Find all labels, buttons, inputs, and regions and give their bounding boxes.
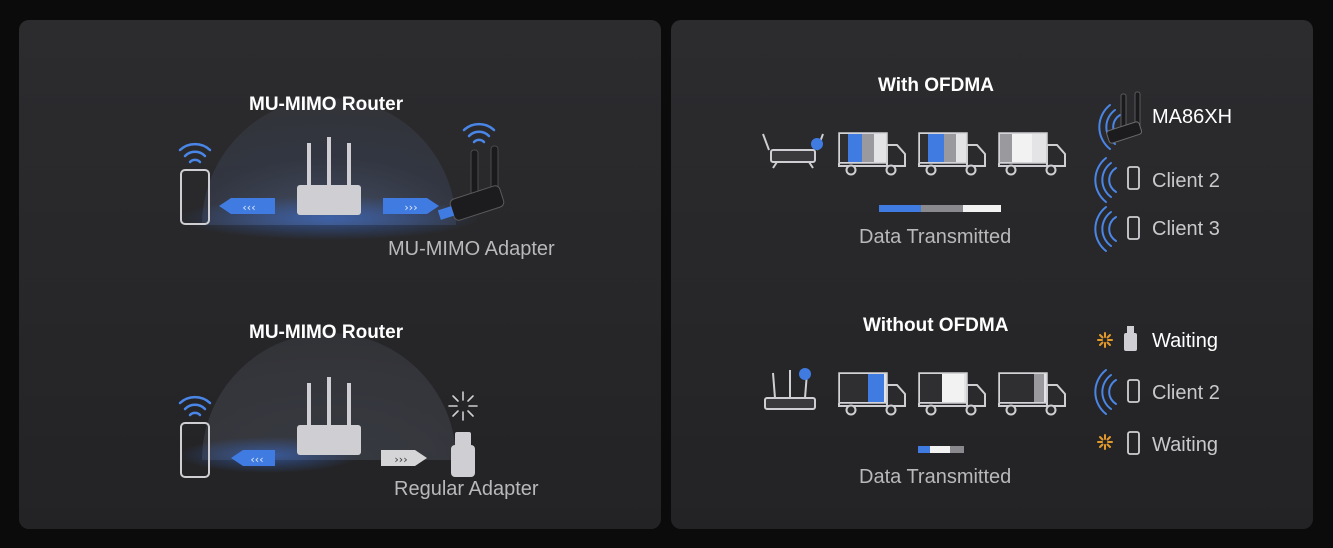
usb-adapter-icon (1106, 91, 1143, 144)
svg-text:›››: ››› (394, 453, 407, 466)
phone-icon (180, 169, 210, 225)
mu-mimo-bottom-scene: ‹‹‹ ››› (178, 333, 478, 478)
wifi-icon (178, 395, 212, 417)
svg-text:›››: ››› (404, 201, 417, 214)
wifi-icon (178, 142, 212, 164)
arrow-right-icon: ››› (381, 450, 427, 466)
adapter-label: MU-MIMO Adapter (388, 238, 555, 260)
wifi-icon (1094, 206, 1117, 252)
ofdma-panel: With OFDMA Data Transmitted MA86XH Clien… (671, 20, 1313, 529)
arrow-left-icon: ‹‹‹ (231, 450, 275, 466)
phone-icon (1127, 431, 1140, 455)
arrow-left-icon: ‹‹‹ (219, 198, 275, 214)
data-bar (918, 446, 964, 453)
truck-icon (998, 132, 1066, 176)
client-label: Client 3 (1152, 218, 1220, 240)
truck-icon (838, 132, 906, 176)
svg-text:‹‹‹: ‹‹‹ (250, 453, 263, 466)
data-bar (879, 205, 1001, 212)
mu-mimo-top-scene: ‹‹‹ ››› (178, 98, 505, 240)
usb-stick-icon (1124, 326, 1137, 351)
data-transmitted-label: Data Transmitted (859, 466, 1012, 488)
phone-icon (1127, 379, 1140, 403)
router-label: MU-MIMO Router (249, 94, 404, 115)
phone-icon (180, 422, 210, 478)
no-signal-icon (448, 391, 478, 421)
truck-icon (998, 372, 1066, 416)
client-label: Waiting (1152, 330, 1218, 352)
ofdma-scene (762, 91, 1143, 455)
loading-icon (1097, 434, 1113, 450)
truck-icon (918, 372, 986, 416)
router-icon (297, 377, 361, 455)
router-icon (297, 137, 361, 215)
arrow-right-icon: ››› (383, 198, 439, 214)
wifi-icon (1094, 369, 1117, 415)
client-label: Waiting (1152, 434, 1218, 456)
phone-icon (1127, 166, 1140, 190)
usb-adapter-icon (451, 432, 475, 477)
loading-icon (1097, 332, 1113, 348)
data-transmitted-label: Data Transmitted (859, 226, 1012, 248)
ofdma-without-title: Without OFDMA (863, 315, 1009, 336)
adapter-label: Regular Adapter (394, 478, 539, 500)
wifi-icon (1094, 157, 1117, 203)
wifi-icon (462, 122, 496, 144)
truck-icon (838, 372, 906, 416)
truck-icon (918, 132, 986, 176)
svg-text:‹‹‹: ‹‹‹ (242, 201, 255, 214)
phone-icon (1127, 216, 1140, 240)
client-label: MA86XH (1152, 106, 1233, 128)
signal-dot (811, 138, 823, 150)
mu-mimo-panel: ‹‹‹ ››› MU-MIMO Router MU-MIMO Ad (19, 20, 661, 529)
client-label: Client 2 (1152, 170, 1220, 192)
signal-dot (799, 368, 811, 380)
ofdma-with-title: With OFDMA (878, 75, 994, 96)
usb-adapter-icon (437, 145, 505, 221)
router-label: MU-MIMO Router (249, 322, 404, 343)
client-label: Client 2 (1152, 382, 1220, 404)
router-icon (762, 133, 824, 169)
